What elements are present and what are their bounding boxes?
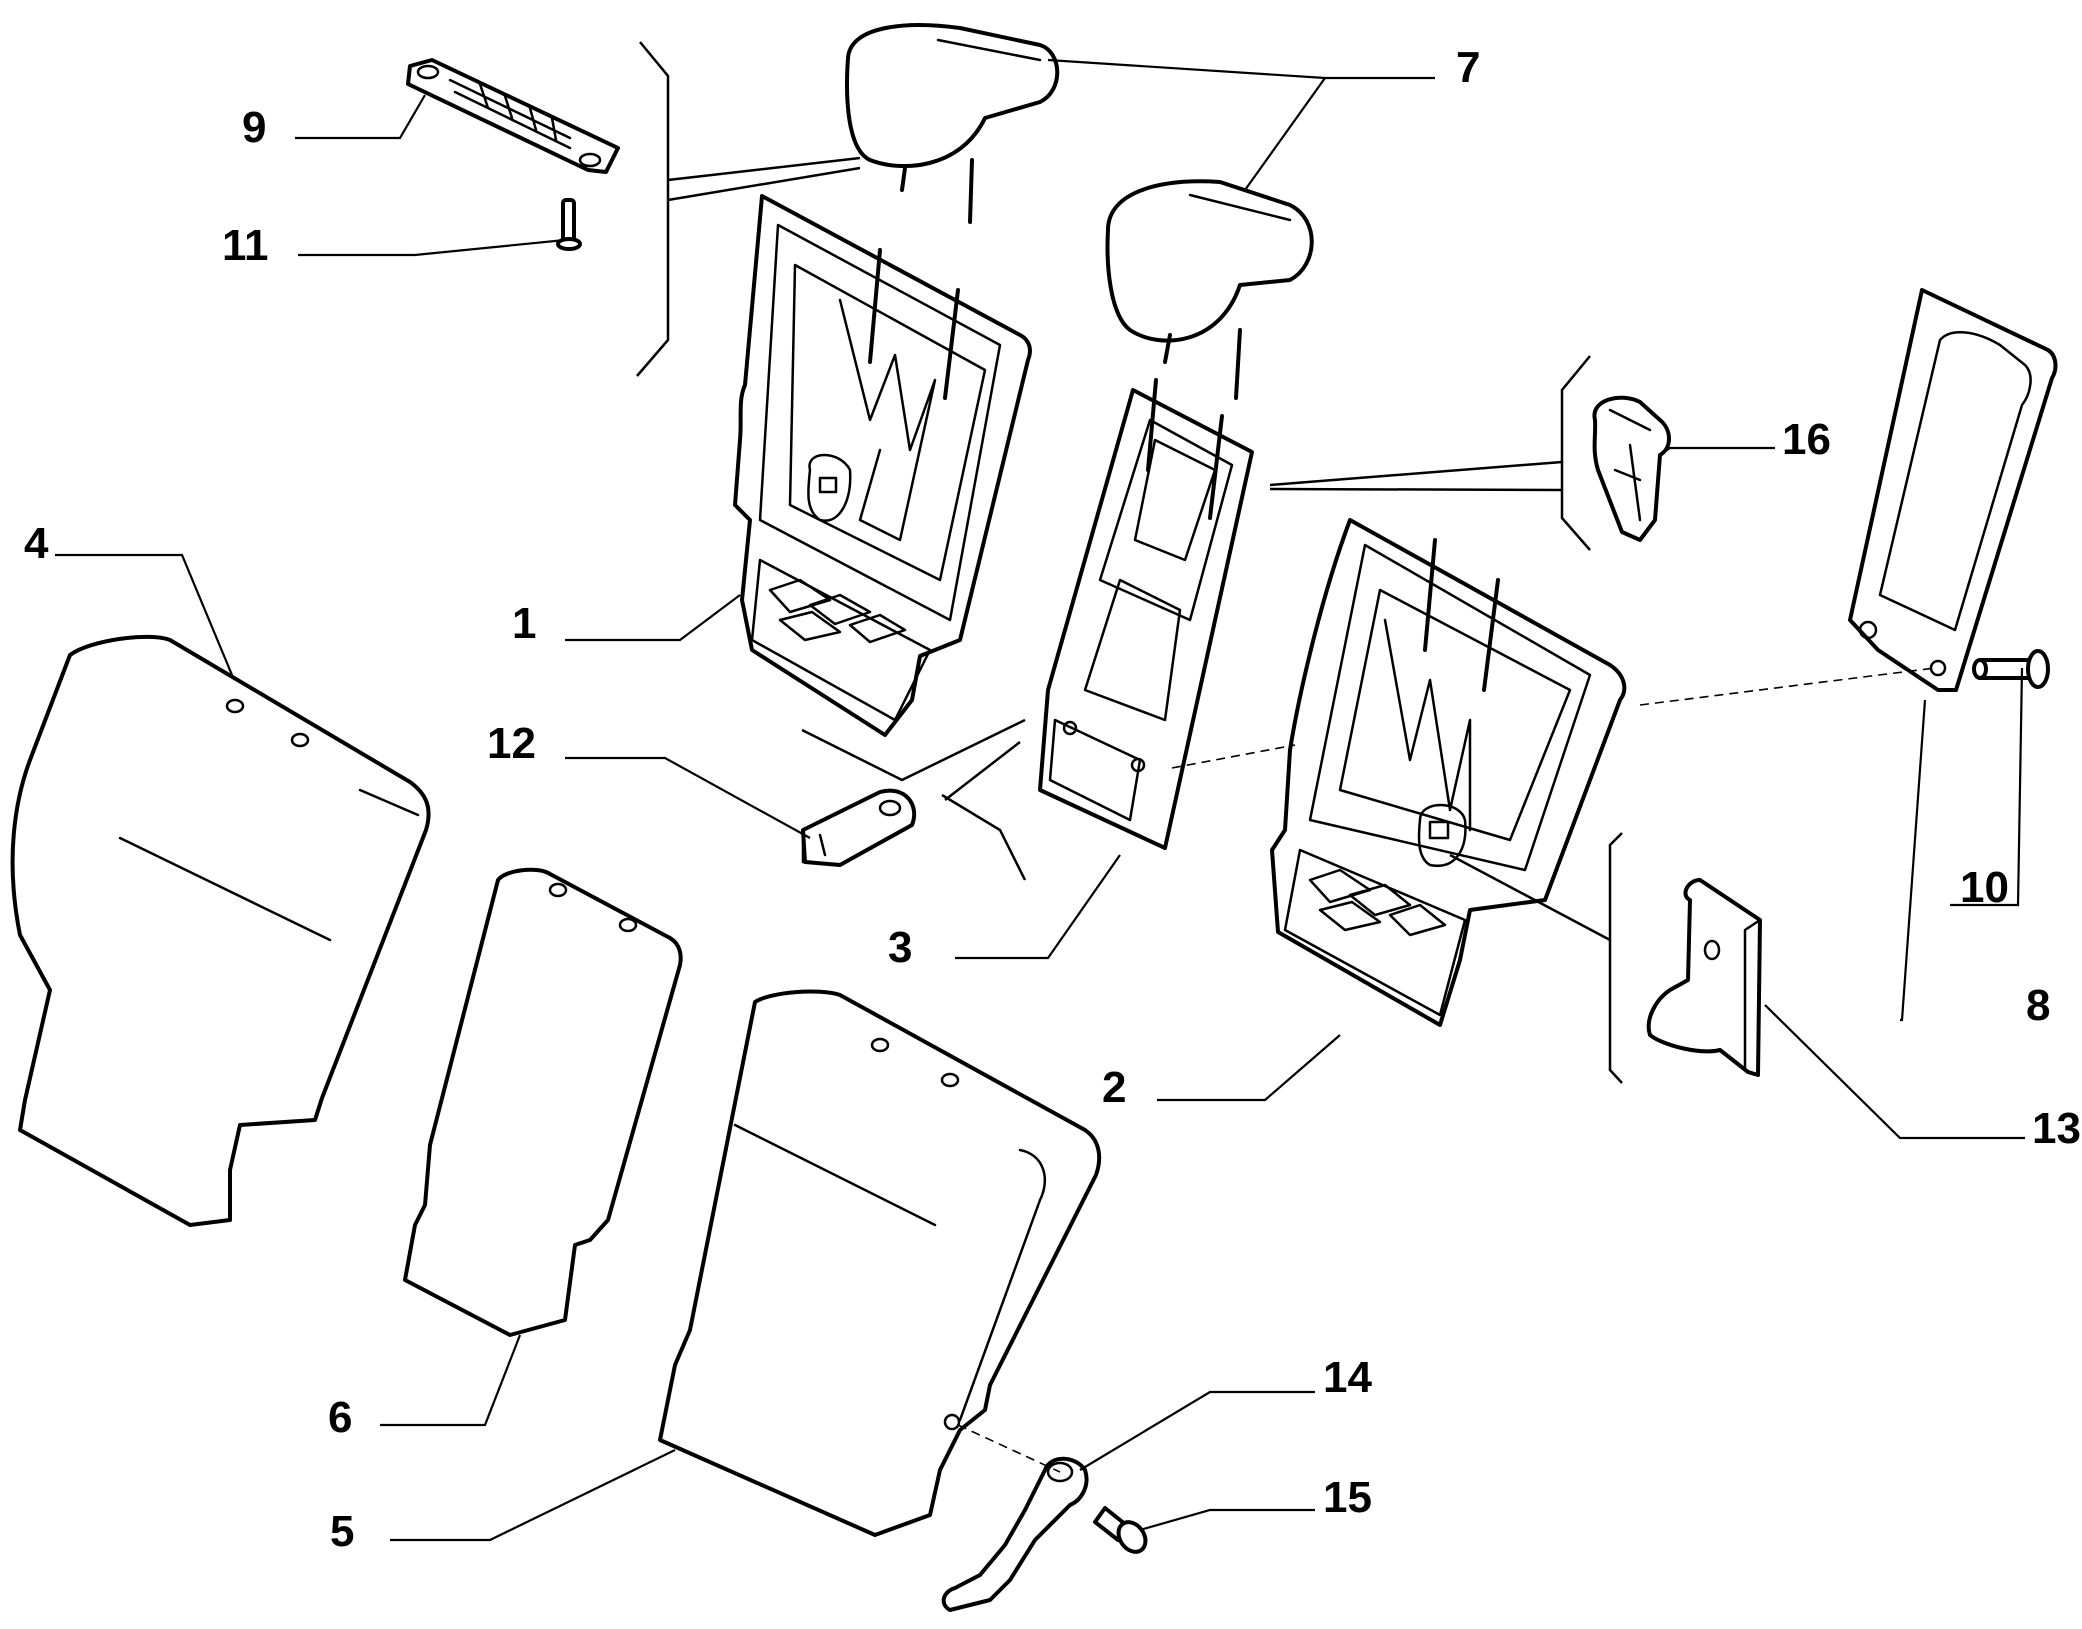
- callout-6: 6: [328, 1393, 352, 1442]
- backrest-frame-right: [1270, 518, 1627, 1027]
- assembly-dashed-lines: [957, 667, 1936, 1473]
- callout-9: 9: [242, 103, 266, 152]
- backrest-frame-left: [733, 194, 1032, 737]
- callout-15: 15: [1323, 1473, 1372, 1522]
- backrest-cover-right: [658, 989, 1102, 1537]
- side-panel-8: [1848, 288, 2058, 692]
- trim-strip: [406, 58, 620, 174]
- callout-14: 14: [1323, 1353, 1372, 1402]
- assembly-brackets: [636, 41, 1623, 1084]
- recliner-handle-14: [941, 1456, 1089, 1612]
- hinge-block-13: [1646, 878, 1762, 1077]
- headrest-right: [1105, 179, 1314, 400]
- callout-11: 11: [222, 221, 269, 270]
- headrest-left: [845, 23, 1060, 224]
- backrest-center-panel: [1038, 378, 1254, 850]
- bolt-10: [1972, 649, 2050, 689]
- leader-lines: [55, 58, 2025, 1542]
- screw-11: [556, 198, 582, 251]
- callout-5: 5: [330, 1507, 354, 1556]
- callout-numbers: 1 2 3 4 5 6 7 8 9 10 11 12 13 14 15 16: [24, 43, 2081, 1556]
- callout-7: 7: [1456, 43, 1480, 92]
- backrest-cover-left: [10, 634, 431, 1227]
- callout-8: 8: [2026, 981, 2050, 1030]
- bolt-15: [1093, 1506, 1148, 1554]
- callout-13: 13: [2032, 1104, 2081, 1153]
- clip-16: [1592, 395, 1671, 542]
- lever-12: [801, 788, 917, 867]
- callout-1: 1: [512, 599, 536, 648]
- callout-2: 2: [1102, 1063, 1126, 1112]
- callout-10: 10: [1960, 863, 2009, 912]
- callout-3: 3: [888, 923, 912, 972]
- callout-12: 12: [487, 719, 536, 768]
- callout-16: 16: [1782, 415, 1831, 464]
- backrest-cover-center: [403, 867, 683, 1337]
- callout-4: 4: [24, 519, 49, 568]
